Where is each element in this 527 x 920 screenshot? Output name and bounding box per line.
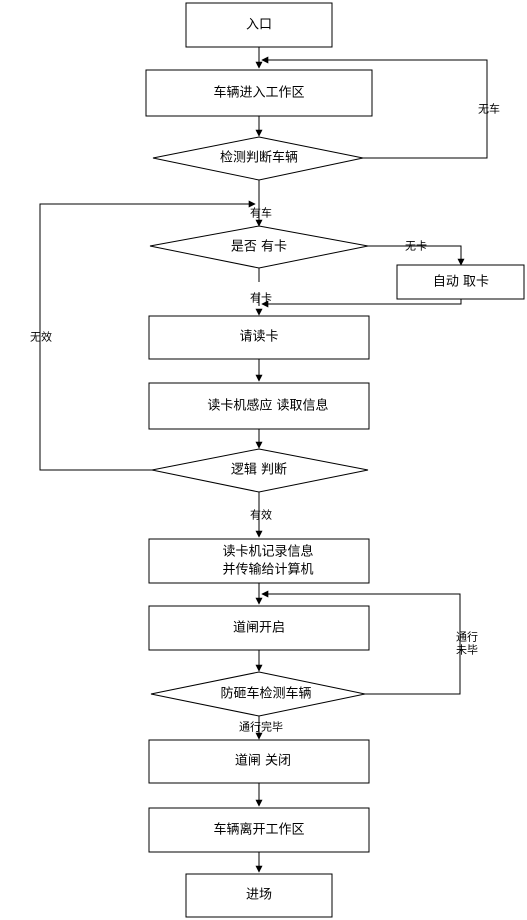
node-leave-zone: 车辆离开工作区 xyxy=(148,807,370,853)
edge-no-vehicle-loop xyxy=(261,56,488,159)
node-entrance: 入口 xyxy=(185,2,333,48)
label-has-card: 有卡 xyxy=(250,291,272,305)
node-enter-zone: 车辆进入工作区 xyxy=(145,69,373,117)
node-reader-sense: 读卡机感应 读取信息 xyxy=(148,382,370,430)
label-passed: 通行完毕 xyxy=(239,720,283,734)
edge-auto-card-return xyxy=(261,299,462,308)
node-anti-smash-label: 防砸车检测车辆 xyxy=(220,686,311,702)
edges xyxy=(39,47,488,873)
node-anti-smash: 防砸车检测车辆 xyxy=(150,671,366,717)
node-gate-open: 道闸开启 xyxy=(148,605,370,651)
node-logic-judge-label: 逻辑 判断 xyxy=(231,463,287,478)
edge-no-card xyxy=(368,245,465,266)
node-request-read: 请读卡 xyxy=(148,315,370,360)
label-valid: 有效 xyxy=(250,508,272,522)
label-invalid: 无效 xyxy=(30,330,52,344)
edge-labels: 无车 有车 无卡 有卡 无效 有效 通行 未毕 通行完毕 xyxy=(30,102,500,734)
node-record-transmit: 读卡机记录信息 并传输给计算机 xyxy=(148,538,370,584)
node-request-read-label: 请读卡 xyxy=(239,330,278,345)
edge-passing-loop xyxy=(261,590,461,695)
label-has-vehicle: 有车 xyxy=(250,206,272,220)
node-logic-judge: 逻辑 判断 xyxy=(151,448,369,493)
node-detect-vehicle-label: 检测判断车辆 xyxy=(220,150,298,166)
node-entrance-label: 入口 xyxy=(246,18,272,33)
node-gate-close: 道闸 关闭 xyxy=(148,739,370,784)
node-gate-open-label: 道闸开启 xyxy=(233,621,285,636)
node-record-line1: 读卡机记录信息 xyxy=(222,544,313,560)
label-passing-line2: 未毕 xyxy=(456,644,478,657)
node-auto-take-card-label: 自动 取卡 xyxy=(433,275,489,290)
label-no-card: 无卡 xyxy=(405,240,427,253)
node-has-card-label: 是否 有卡 xyxy=(231,240,287,255)
node-reader-sense-label: 读卡机感应 读取信息 xyxy=(207,398,328,414)
node-enter-zone-label: 车辆进入工作区 xyxy=(213,85,304,101)
label-no-vehicle: 无车 xyxy=(478,102,500,116)
node-leave-zone-label: 车辆离开工作区 xyxy=(213,822,304,838)
node-enter-park-label: 进场 xyxy=(246,888,272,903)
node-auto-take-card: 自动 取卡 xyxy=(396,264,525,300)
label-passing-line1: 通行 xyxy=(456,631,478,644)
node-enter-park: 进场 xyxy=(185,873,333,918)
edge-invalid-loop xyxy=(39,200,256,471)
node-has-card: 是否 有卡 xyxy=(149,225,369,269)
node-record-line2: 并传输给计算机 xyxy=(222,562,313,578)
node-detect-vehicle: 检测判断车辆 xyxy=(152,136,364,181)
node-gate-close-label: 道闸 关闭 xyxy=(235,754,291,769)
